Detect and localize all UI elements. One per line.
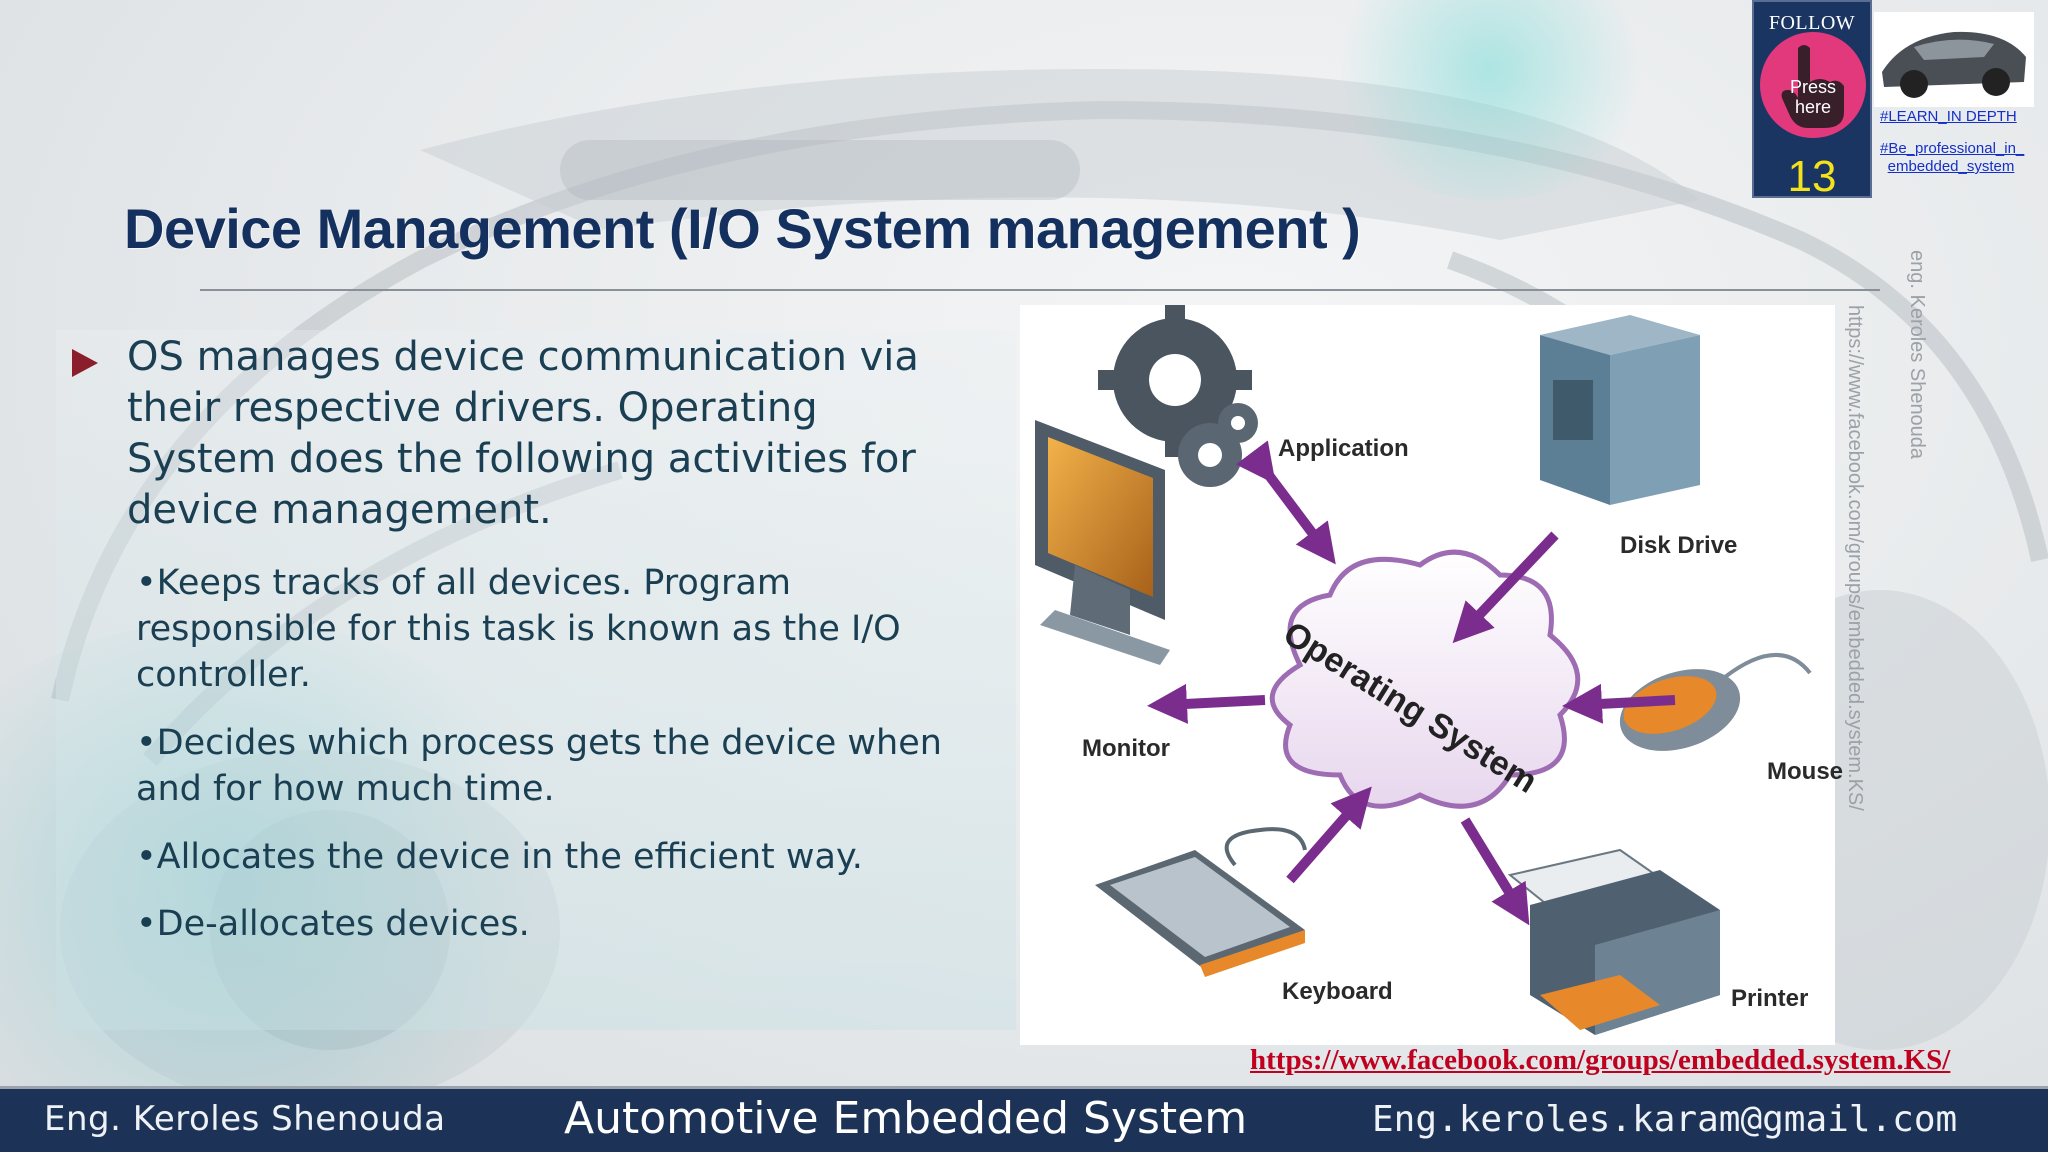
keyboard-icon [1095, 827, 1307, 977]
label-mouse: Mouse [1767, 758, 1844, 785]
sub-bullet-4: •De-allocates devices. [136, 904, 530, 944]
monitor-icon [1035, 420, 1170, 665]
hand-pointer-icon [1781, 45, 1844, 128]
text-panel [56, 330, 1016, 1030]
operating-system-cloud [1269, 549, 1581, 809]
press-here-button[interactable]: Press here [1760, 32, 1866, 138]
title-divider [200, 289, 1880, 291]
watermark-name: eng. Keroles Shenouda [1906, 250, 1928, 460]
bullet-arrow-icon [72, 349, 98, 377]
footer-author: Eng. Keroles Shenouda [44, 1099, 446, 1139]
slide-title: Device Management (I/O System management… [124, 197, 1361, 260]
label-printer: Printer [1731, 985, 1809, 1012]
label-keyboard: Keyboard [1282, 978, 1393, 1005]
diagram-graphics: Operating System [1035, 303, 1812, 1035]
gear-icon [1098, 303, 1258, 487]
device-diagram: Operating System Application Disk Drive … [1020, 303, 1843, 1045]
footer-email: Eng.keroles.karam@gmail.com [1372, 1099, 1958, 1140]
mouse-icon [1619, 652, 1812, 751]
label-application: Application [1278, 435, 1409, 462]
background-glow [1320, 0, 1660, 200]
hashtag-be-professional[interactable]: #Be_professional_in_ embedded_system [1880, 140, 2025, 175]
watermark-url: https://www.facebook.com/groups/embedded… [1844, 305, 1866, 811]
sub-bullet-1: •Keeps tracks of all devices. Program re… [136, 563, 901, 695]
main-bullet-text: OS manages device communication via thei… [127, 334, 919, 533]
follow-us-badge[interactable]: FOLLOW US Press here 13 [1752, 0, 1872, 201]
label-disk-drive: Disk Drive [1620, 532, 1738, 559]
sub-bullet-3: •Allocates the device in the efficient w… [136, 837, 863, 877]
press-here-text: Press here [1789, 77, 1836, 117]
printer-icon [1507, 848, 1720, 1035]
car-thumbnail-image [1874, 12, 2034, 107]
disk-drive-icon [1540, 315, 1700, 505]
arrows [1147, 440, 1676, 926]
badge-number: 13 [1787, 152, 1837, 201]
label-monitor: Monitor [1082, 735, 1170, 762]
sub-bullet-2: •Decides which process gets the device w… [136, 723, 942, 809]
footer-course-title: Automotive Embedded System [564, 1093, 1248, 1144]
footer-bar: Eng. Keroles Shenouda Automotive Embedde… [0, 1086, 2048, 1152]
hashtag-learn-in-depth[interactable]: #LEARN_IN DEPTH [1880, 108, 2017, 125]
background-glow [0, 620, 580, 1140]
facebook-link[interactable]: https://www.facebook.com/groups/embedded… [1250, 1044, 1951, 1076]
